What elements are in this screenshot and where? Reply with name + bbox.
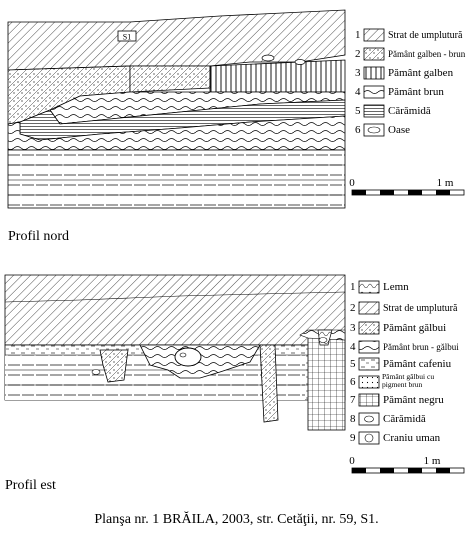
svg-text:8: 8 — [350, 413, 356, 425]
svg-text:Cărămidă: Cărămidă — [383, 413, 426, 425]
svg-text:Pământ brun: Pământ brun — [388, 86, 444, 98]
east-black-earth — [307, 337, 346, 431]
north-bones-marker-2 — [294, 59, 306, 65]
north-layer-yellow-brown-2 — [129, 65, 211, 93]
east-legend: 1 Lemn 2 Strat de umplutură 3 Pământ găl… — [350, 280, 459, 445]
east-pit-central — [139, 344, 261, 379]
svg-text:3: 3 — [355, 67, 361, 79]
svg-text:Pământ galben: Pământ galben — [388, 67, 454, 79]
east-skull — [174, 347, 202, 367]
svg-text:1: 1 — [355, 29, 361, 41]
north-profile-label: Profil nord — [8, 229, 70, 244]
east-legend-item-3: 3 Pământ gălbui — [350, 321, 446, 335]
east-legend-item-4: 4 Pământ brun - gălbui — [350, 340, 459, 354]
svg-text:5: 5 — [355, 105, 361, 117]
svg-text:1: 1 — [350, 281, 356, 293]
svg-text:4: 4 — [350, 341, 356, 353]
svg-text:4: 4 — [355, 86, 361, 98]
svg-text:Lemn: Lemn — [383, 281, 409, 293]
north-layer-base — [7, 149, 346, 209]
north-legend: 1 Strat de umplutură 2 Pământ galben - b… — [355, 28, 466, 137]
svg-text:Craniu uman: Craniu uman — [383, 432, 441, 444]
east-scale-bar: 0 1 m — [349, 455, 465, 474]
svg-text:0: 0 — [349, 177, 355, 189]
svg-text:Strat de umplutură: Strat de umplutură — [388, 30, 463, 41]
svg-text:Pământ negru: Pământ negru — [383, 394, 444, 406]
north-layer-fill — [7, 9, 346, 71]
east-legend-item-2: 2 Strat de umplutură — [350, 301, 458, 315]
east-layer-fill — [4, 274, 346, 346]
svg-text:0: 0 — [349, 455, 355, 467]
svg-text:3: 3 — [350, 322, 356, 334]
north-section-tag: S1 — [123, 33, 131, 42]
east-legend-item-5: 5 Pământ cafeniu — [350, 357, 452, 371]
north-bones-marker — [261, 54, 275, 62]
east-posthole-1 — [259, 344, 279, 423]
svg-text:1 m: 1 m — [424, 455, 441, 467]
north-layer-brown-lower — [7, 115, 346, 151]
svg-text:Pământ gălbui: Pământ gălbui — [383, 322, 446, 334]
north-layer-yellow — [209, 59, 346, 93]
east-legend-item-7: 7 Pământ negru — [350, 393, 444, 407]
north-legend-item-2: 2 Pământ galben - brun — [355, 47, 466, 61]
svg-text:9: 9 — [350, 432, 356, 444]
svg-text:Pământ brun - gălbui: Pământ brun - gălbui — [383, 342, 459, 352]
east-pit-1 — [99, 349, 129, 383]
north-section-tag-box — [117, 30, 137, 42]
svg-text:Pământ galben - brun: Pământ galben - brun — [388, 49, 466, 59]
north-legend-item-1: 1 Strat de umplutură — [355, 28, 463, 42]
svg-text:6: 6 — [355, 124, 361, 136]
north-scale-bar: 0 1 m — [349, 177, 465, 196]
north-legend-item-5: 5 Cărămidă — [355, 104, 431, 118]
north-legend-item-4: 4 Pământ brun — [355, 85, 444, 99]
svg-text:6: 6 — [350, 376, 356, 388]
svg-text:2: 2 — [355, 48, 361, 60]
east-brick-marker — [91, 369, 101, 375]
svg-text:7: 7 — [350, 394, 356, 406]
north-profile-section: S1 — [7, 9, 346, 209]
svg-text:2: 2 — [350, 302, 356, 314]
east-profile-label: Profil est — [5, 478, 56, 493]
plate-caption: Planşa nr. 1 BRĂILA, 2003, str. Cetăţii,… — [94, 512, 379, 527]
svg-text:Pământ cafeniu: Pământ cafeniu — [383, 358, 452, 370]
east-legend-item-8: 8 Cărămidă — [350, 412, 426, 426]
east-profile-section — [4, 274, 346, 431]
svg-text:Cărămidă: Cărămidă — [388, 105, 431, 117]
north-legend-item-3: 3 Pământ galben — [355, 66, 454, 80]
svg-text:Strat de umplutură: Strat de umplutură — [383, 303, 458, 314]
east-legend-item-1: 1 Lemn — [350, 280, 409, 294]
svg-text:5: 5 — [350, 358, 356, 370]
east-legend-item-6: 6 Pământ gălbui cu pigment brun — [350, 373, 434, 389]
svg-text:Oase: Oase — [388, 124, 410, 136]
svg-text:1 m: 1 m — [437, 177, 454, 189]
north-legend-item-6: 6 Oase — [355, 123, 410, 137]
east-legend-item-9: 9 Craniu uman — [350, 431, 441, 445]
